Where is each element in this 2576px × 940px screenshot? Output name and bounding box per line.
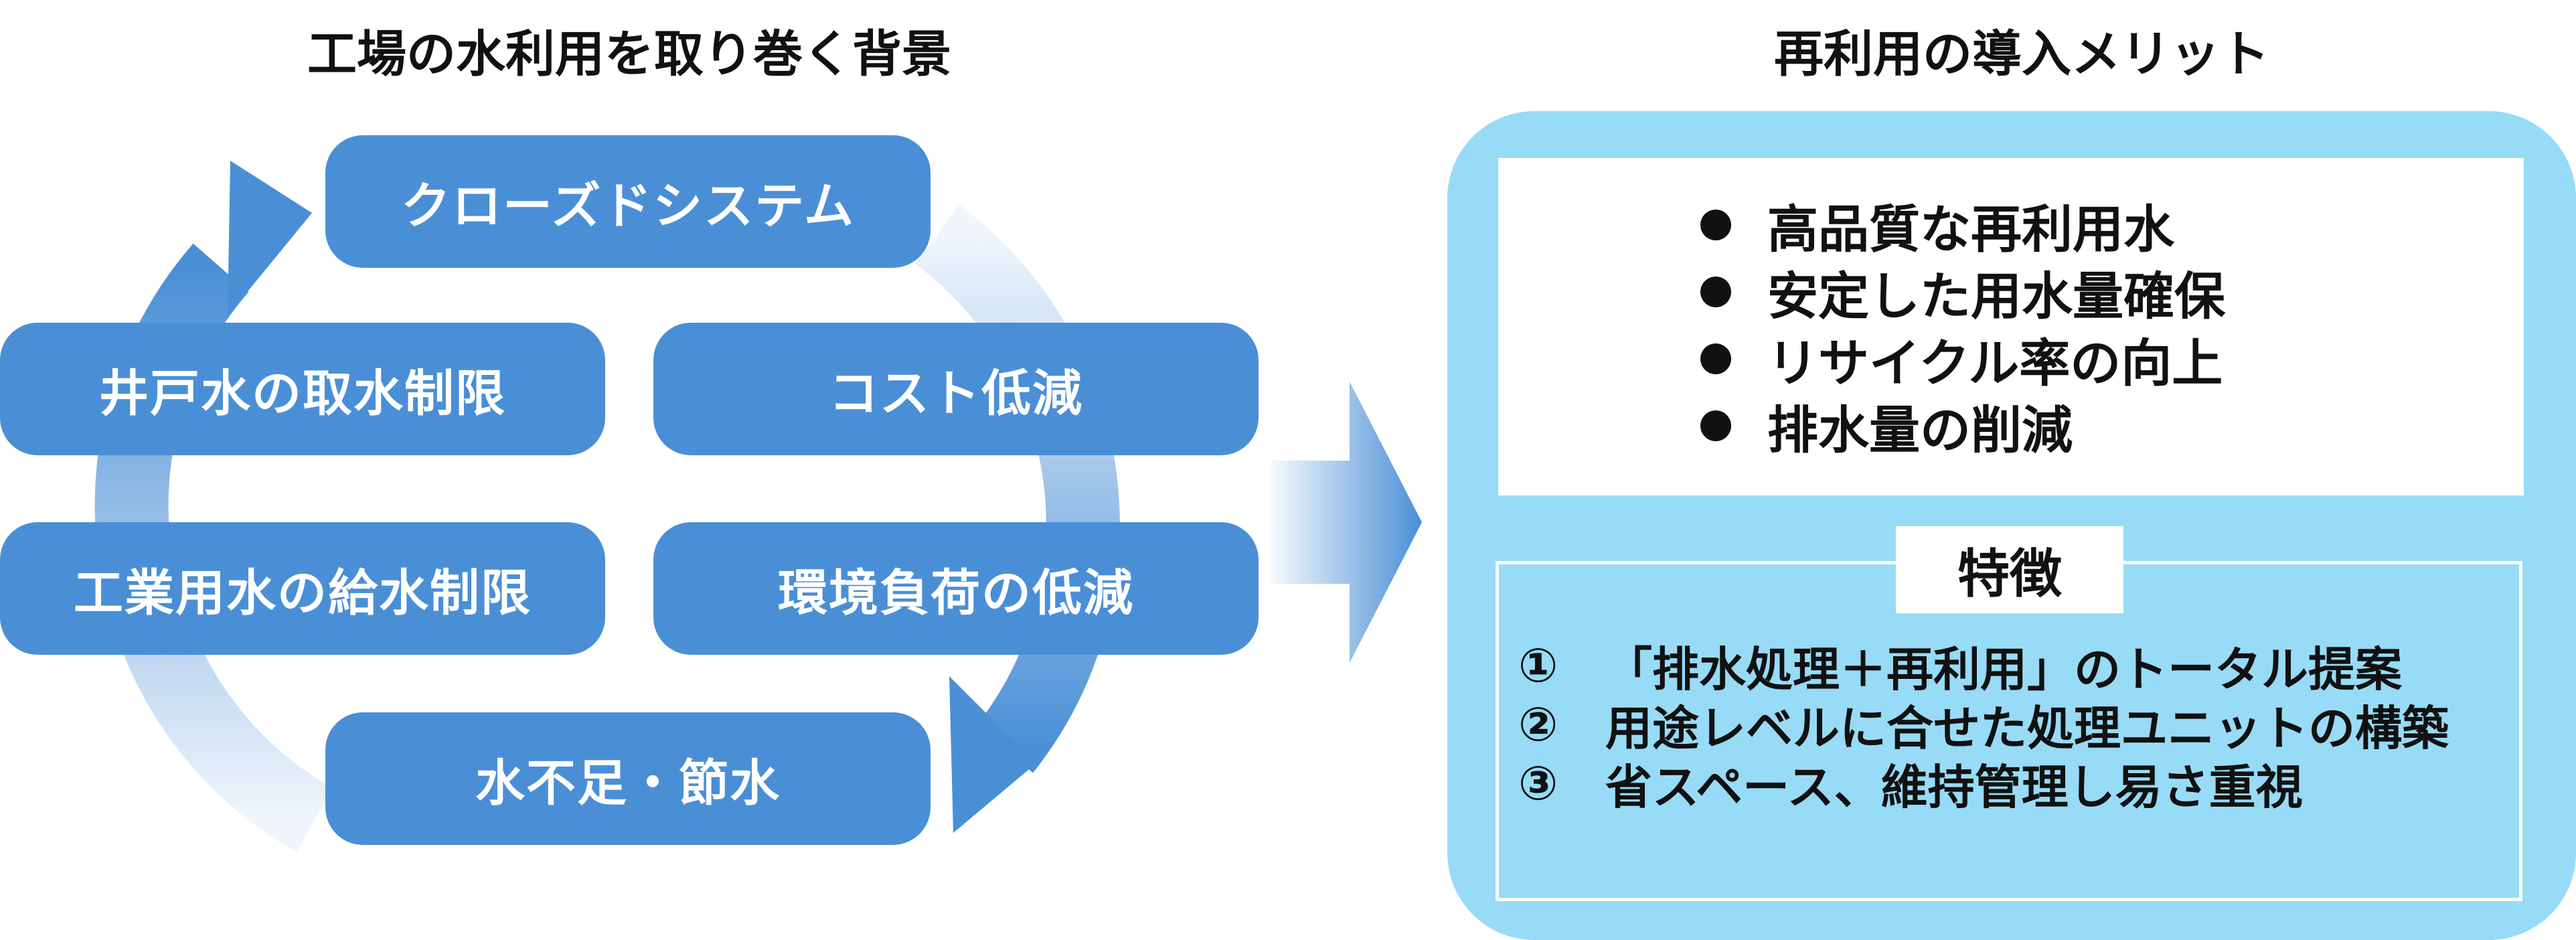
feature-number: ② [1518, 697, 1558, 752]
pill-industrial-water-restriction: 工業用水の給水制限 [0, 522, 605, 655]
feature-number: ③ [1518, 756, 1558, 811]
pill-well-water-restriction: 井戸水の取水制限 [0, 323, 605, 455]
left-heading: 工場の水利用を取り巻く背景 [307, 25, 951, 83]
merit-text: 高品質な再利用水 [1767, 200, 2174, 259]
merit-list: 高品質な再利用水 安定した用水量確保 リサイクル率の向上 排水量の削減 [1700, 191, 2225, 460]
feature-item: ① 「排水処理＋再利用」のトータル提案 [1518, 636, 2449, 697]
feature-number: ① [1518, 638, 1558, 693]
feature-item: ② 用途レベルに合せた処理ユニットの構築 [1518, 695, 2449, 756]
feature-list: ① 「排水処理＋再利用」のトータル提案 ② 用途レベルに合せた処理ユニットの構築… [1518, 636, 2449, 815]
merit-item: 排水量の削減 [1700, 392, 2225, 460]
bullet-icon [1700, 343, 1731, 374]
pill-closed-system: クローズドシステム [325, 135, 931, 268]
cycle-arrowhead-right [949, 676, 1036, 833]
pill-water-shortage-saving: 水不足・節水 [325, 712, 931, 845]
cycle-arc-right [915, 204, 1120, 773]
feature-item: ③ 省スペース、維持管理し易さ重視 [1518, 754, 2449, 815]
merits-box [1498, 158, 2524, 495]
merit-text: リサイクル率の向上 [1767, 333, 2223, 393]
pill-cost-reduction: コスト低減 [653, 323, 1259, 455]
feature-text: 用途レベルに合せた処理ユニットの構築 [1605, 700, 2449, 756]
merit-text: 安定した用水量確保 [1767, 266, 2225, 326]
merit-item: 高品質な再利用水 [1700, 191, 2225, 259]
cycle-arrowhead-left [228, 161, 312, 316]
feature-text: 省スペース、維持管理し易さ重視 [1605, 759, 2303, 815]
merit-item: 安定した用水量確保 [1700, 258, 2225, 326]
feature-text: 「排水処理＋再利用」のトータル提案 [1605, 641, 2402, 697]
bullet-icon [1700, 210, 1731, 240]
right-heading: 再利用の導入メリット [1774, 25, 2269, 83]
pill-environmental-load-reduction: 環境負荷の低減 [653, 522, 1259, 655]
merit-text: 排水量の削減 [1767, 400, 2073, 460]
bullet-icon [1700, 277, 1731, 307]
transition-arrow [1271, 382, 1422, 663]
features-label: 特徴 [1896, 526, 2123, 613]
merit-item: リサイクル率の向上 [1700, 325, 2225, 393]
bullet-icon [1700, 410, 1731, 441]
